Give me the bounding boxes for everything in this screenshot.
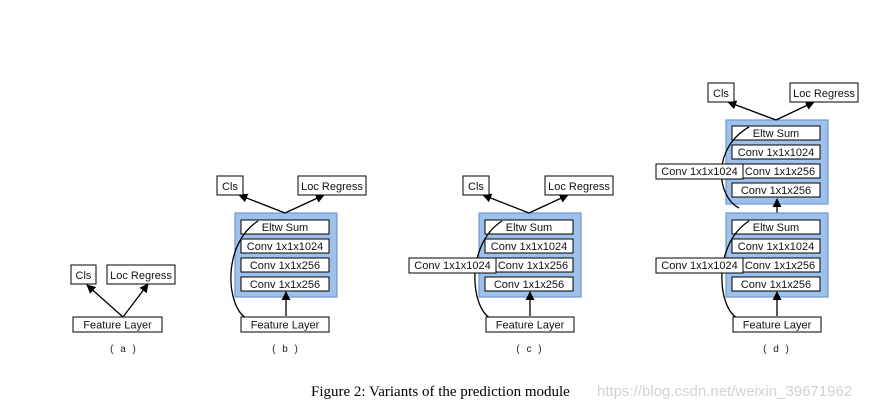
loc-regress-label-a: Loc Regress: [110, 270, 172, 282]
figure-caption: Figure 2: Variants of the prediction mod…: [311, 384, 570, 400]
eltw-sum-label-b: Eltw Sum: [262, 222, 308, 234]
conv-256-label-d-lower1: Conv 1x1x256: [745, 260, 815, 272]
conv-256-box-b2: [240, 276, 330, 292]
eltw-sum-label-c: Eltw Sum: [506, 222, 552, 234]
conv-256-box-b1: [240, 257, 330, 273]
variant-d: Eltw Sum Conv 1x1x1024 Conv 1x1x256 Conv…: [655, 82, 859, 355]
skip-conv-box-d-lower: [655, 257, 744, 274]
eltw-sum-box-d-upper: [731, 125, 821, 141]
conv-256-box-c2: [484, 276, 574, 292]
subfigure-label-d: ( d ): [763, 344, 791, 355]
watermark: https://blog.csdn.net/weixin_39671962: [597, 383, 853, 400]
skip-conv-label-c: Conv 1x1x1024: [414, 260, 490, 272]
eltw-sum-box-d-lower: [731, 219, 821, 235]
conv-1024-box-c: [484, 238, 574, 254]
subfigure-label-c: ( c ): [516, 344, 543, 355]
feature-layer-box-c: [485, 316, 575, 333]
loc-regress-label-d: Loc Regress: [793, 88, 855, 100]
conv-1024-label-b: Conv 1x1x1024: [247, 241, 323, 253]
loc-regress-box-b: [297, 175, 367, 196]
eltw-sum-box-b: [240, 219, 330, 235]
cls-label-a: Cls: [76, 270, 92, 282]
variant-b: Eltw Sum Conv 1x1x1024 Conv 1x1x256 Conv…: [216, 175, 367, 355]
conv-256-label-c2: Conv 1x1x256: [494, 279, 564, 291]
loc-regress-box-a: [106, 264, 176, 285]
feature-layer-label-d: Feature Layer: [743, 320, 812, 332]
loc-regress-box-d: [789, 82, 859, 103]
conv-256-label-d-upper2: Conv 1x1x256: [741, 185, 811, 197]
loc-regress-label-c: Loc Regress: [548, 181, 610, 193]
conv-1024-box-d-upper: [731, 144, 821, 160]
conv-256-box-d-lower2: [731, 276, 821, 292]
conv-256-label-c1: Conv 1x1x256: [498, 260, 568, 272]
cls-label-d: Cls: [713, 88, 729, 100]
cls-box-b: [216, 175, 244, 196]
conv-256-label-d-upper1: Conv 1x1x256: [745, 166, 815, 178]
cls-label-b: Cls: [222, 181, 238, 193]
subfigure-label-b: ( b ): [272, 344, 300, 355]
eltw-sum-label-d-upper: Eltw Sum: [753, 128, 799, 140]
skip-conv-label-d-upper: Conv 1x1x1024: [661, 166, 737, 178]
cls-box-d: [707, 82, 735, 103]
conv-1024-label-d-upper: Conv 1x1x1024: [738, 147, 814, 159]
subfigure-label-a: ( a ): [110, 344, 138, 355]
feature-layer-label-c: Feature Layer: [496, 320, 565, 332]
skip-conv-box-c: [408, 257, 497, 274]
conv-1024-label-c: Conv 1x1x1024: [491, 241, 567, 253]
feature-layer-label-b: Feature Layer: [251, 320, 320, 332]
conv-1024-box-d-lower: [731, 238, 821, 254]
conv-1024-box-b: [240, 238, 330, 254]
conv-256-label-d-lower2: Conv 1x1x256: [741, 279, 811, 291]
conv-256-box-d-upper2: [731, 182, 821, 198]
feature-layer-box-a: [72, 316, 163, 333]
conv-1024-label-d-lower: Conv 1x1x1024: [738, 241, 814, 253]
eltw-sum-label-d-lower: Eltw Sum: [753, 222, 799, 234]
feature-layer-box-b: [240, 316, 330, 333]
loc-regress-label-b: Loc Regress: [301, 181, 363, 193]
conv-256-label-b1: Conv 1x1x256: [250, 260, 320, 272]
variant-c: Eltw Sum Conv 1x1x1024 Conv 1x1x256 Conv…: [408, 175, 614, 355]
variant-a: Cls Loc Regress Feature Layer ( a ): [70, 264, 176, 355]
loc-regress-box-c: [544, 175, 614, 196]
eltw-sum-box-c: [484, 219, 574, 235]
conv-256-label-b2: Conv 1x1x256: [250, 279, 320, 291]
feature-layer-label-a: Feature Layer: [83, 320, 152, 332]
cls-box-a: [70, 264, 97, 285]
cls-label-c: Cls: [468, 181, 484, 193]
cls-box-c: [462, 175, 490, 196]
skip-conv-label-d-lower: Conv 1x1x1024: [661, 260, 737, 272]
feature-layer-box-d: [732, 316, 822, 333]
skip-conv-box-d-upper: [655, 163, 744, 180]
